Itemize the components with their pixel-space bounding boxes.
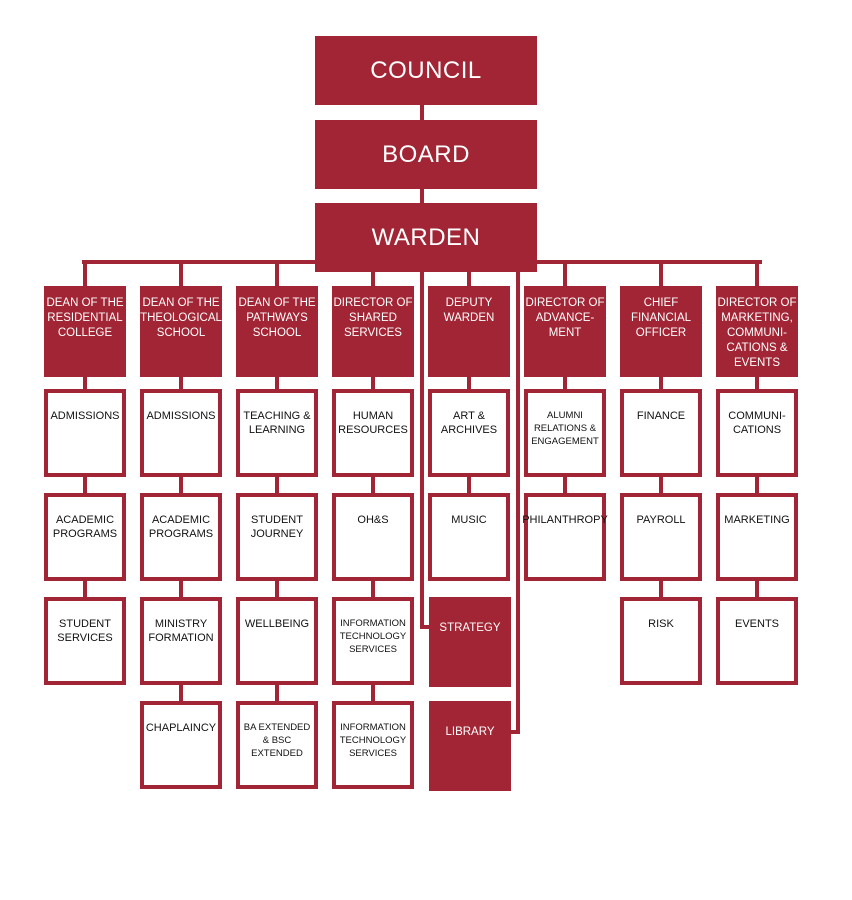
department-box: ADMISSIONS xyxy=(44,389,126,477)
connector-strategy xyxy=(420,271,424,629)
column-head: CHIEF FINANCIAL OFFICER xyxy=(620,286,702,377)
library-box: LIBRARY xyxy=(429,701,511,791)
department-box: MARKETING xyxy=(716,493,798,581)
connector-vertical xyxy=(371,377,375,389)
department-box: STUDENT JOURNEY xyxy=(236,493,318,581)
column-head: DIRECTOR OF ADVANCE-MENT xyxy=(524,286,606,377)
connector-vertical xyxy=(275,377,279,389)
connector-vertical xyxy=(371,684,375,701)
connector-vertical xyxy=(179,580,183,597)
column-head: DIRECTOR OF MARKETING, COMMUNI-CATIONS &… xyxy=(716,286,798,377)
connector-vertical xyxy=(563,476,567,493)
department-box: ALUMNI RELATIONS & ENGAGEMENT xyxy=(524,389,606,477)
department-box: ACADEMIC PROGRAMS xyxy=(140,493,222,581)
connector-vertical xyxy=(275,476,279,493)
department-box: ART & ARCHIVES xyxy=(428,389,510,477)
department-box: INFORMATION TECHNOLOGY SERVICES xyxy=(332,701,414,789)
board-box: BOARD xyxy=(315,120,537,189)
strategy-box: STRATEGY xyxy=(429,597,511,687)
connector-vertical xyxy=(755,377,759,389)
connector-vertical xyxy=(83,580,87,597)
connector-vertical xyxy=(371,580,375,597)
column-head: DEPUTY WARDEN xyxy=(428,286,510,377)
department-box: EVENTS xyxy=(716,597,798,685)
department-box: MUSIC xyxy=(428,493,510,581)
department-box: ADMISSIONS xyxy=(140,389,222,477)
connector-drop xyxy=(659,262,663,288)
connector-vertical xyxy=(467,377,471,389)
column-head: DIRECTOR OF SHARED SERVICES xyxy=(332,286,414,377)
department-box: FINANCE xyxy=(620,389,702,477)
column-head: DEAN OF THE PATHWAYS SCHOOL xyxy=(236,286,318,377)
department-box: MINISTRY FORMATION xyxy=(140,597,222,685)
connector-vertical xyxy=(179,476,183,493)
connector-vertical xyxy=(179,684,183,701)
connector-vertical xyxy=(659,476,663,493)
department-box: COMMUNI-CATIONS xyxy=(716,389,798,477)
connector-vertical xyxy=(659,377,663,389)
connector-drop xyxy=(275,262,279,288)
connector-drop xyxy=(755,262,759,288)
department-box: RISK xyxy=(620,597,702,685)
department-box: WELLBEING xyxy=(236,597,318,685)
department-box: BA EXTENDED & BSC EXTENDED xyxy=(236,701,318,789)
connector-drop xyxy=(179,262,183,288)
connector-library xyxy=(516,271,520,734)
column-head: DEAN OF THE THEOLOGICAL SCHOOL xyxy=(140,286,222,377)
connector-vertical xyxy=(275,580,279,597)
connector-vertical xyxy=(755,580,759,597)
connector-library-h xyxy=(508,730,520,734)
connector-vertical xyxy=(371,476,375,493)
department-box: STUDENT SERVICES xyxy=(44,597,126,685)
connector-vertical xyxy=(83,476,87,493)
connector-vertical xyxy=(755,476,759,493)
connector-vertical xyxy=(467,476,471,493)
connector-strategy-h xyxy=(420,625,432,629)
department-box: ACADEMIC PROGRAMS xyxy=(44,493,126,581)
connector-vertical xyxy=(275,684,279,701)
department-box: TEACHING & LEARNING xyxy=(236,389,318,477)
department-box: PAYROLL xyxy=(620,493,702,581)
department-box: INFORMATION TECHNOLOGY SERVICES xyxy=(332,597,414,685)
department-box: CHAPLAINCY xyxy=(140,701,222,789)
connector-drop xyxy=(563,262,567,288)
department-box: HUMAN RESOURCES xyxy=(332,389,414,477)
column-head: DEAN OF THE RESIDENTIAL COLLEGE xyxy=(44,286,126,377)
council-box: COUNCIL xyxy=(315,36,537,105)
connector-drop xyxy=(83,262,87,288)
department-box: PHILANTHROPY xyxy=(522,493,608,581)
connector-drop xyxy=(467,262,471,288)
department-box: OH&S xyxy=(332,493,414,581)
connector-vertical xyxy=(83,377,87,389)
connector-vertical xyxy=(659,580,663,597)
connector-vertical xyxy=(563,377,567,389)
connector-bus xyxy=(82,260,762,264)
connector-drop xyxy=(371,262,375,288)
connector-vertical xyxy=(179,377,183,389)
